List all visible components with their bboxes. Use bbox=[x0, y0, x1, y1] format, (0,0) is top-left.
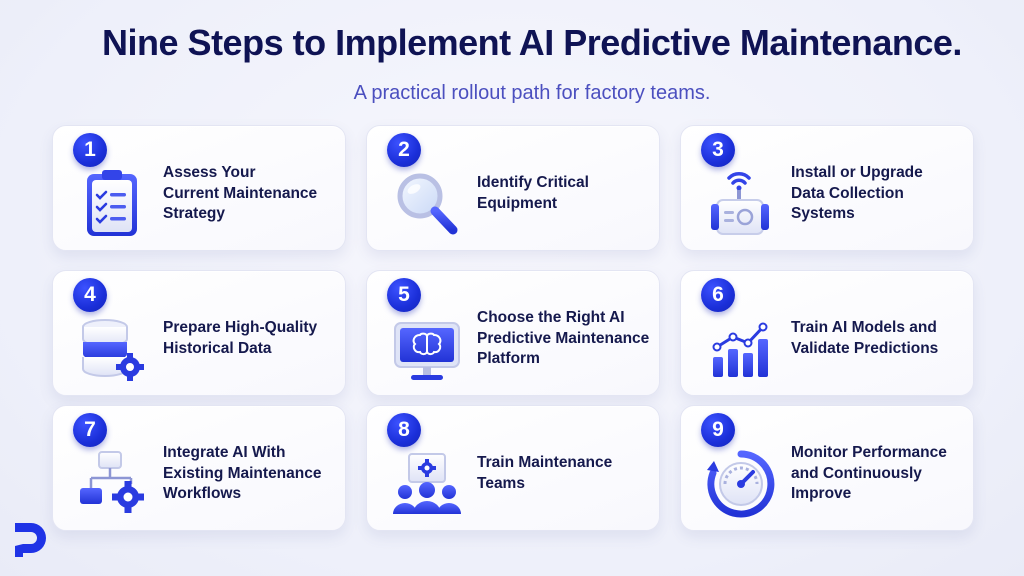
page-subtitle: A practical rollout path for factory tea… bbox=[353, 82, 711, 104]
step-label: Install or Upgrade Data Collection Syste… bbox=[791, 163, 923, 223]
step-card-5: 5 Choose the Right AI Predictive Mainten… bbox=[366, 270, 660, 396]
step-label: Identify Critical Equipment bbox=[477, 174, 589, 212]
step-number-badge: 8 bbox=[387, 413, 421, 447]
step-label: Integrate AI With Existing Maintenance W… bbox=[163, 443, 322, 503]
brand-logo-icon bbox=[12, 520, 48, 560]
step-number-badge: 4 bbox=[73, 278, 107, 312]
step-card-6: 6 Train AI Models and Validate Predictio… bbox=[680, 270, 974, 396]
team-training-icon bbox=[387, 444, 467, 524]
step-number-badge: 7 bbox=[73, 413, 107, 447]
step-label: Choose the Right AI Predictive Maintenan… bbox=[477, 308, 650, 368]
step-number-badge: 3 bbox=[701, 133, 735, 167]
bar-chart-trend-icon bbox=[701, 309, 781, 389]
monitor-brain-icon bbox=[387, 309, 467, 389]
clipboard-checklist-icon bbox=[73, 164, 153, 244]
step-number-badge: 9 bbox=[701, 413, 735, 447]
step-card-9: 9 Monitor Performance and Continuously I… bbox=[680, 405, 974, 531]
step-label: Monitor Performance and Continuously Imp… bbox=[791, 443, 947, 503]
database-gear-icon bbox=[73, 309, 153, 389]
step-number-badge: 5 bbox=[387, 278, 421, 312]
step-number-badge: 6 bbox=[701, 278, 735, 312]
magnifying-glass-icon bbox=[387, 164, 467, 244]
step-label: Train AI Models and Validate Predictions bbox=[791, 319, 939, 357]
step-number-badge: 1 bbox=[73, 133, 107, 167]
step-card-3: 3 Install or Upgrade Data Collection Sys… bbox=[680, 125, 974, 251]
step-label: Prepare High-Quality Historical Data bbox=[163, 319, 318, 357]
step-card-2: 2 Identify Critical Equipment bbox=[366, 125, 660, 251]
step-card-8: 8 Train Maintenance Teams bbox=[366, 405, 660, 531]
gauge-refresh-icon bbox=[701, 444, 781, 524]
step-card-4: 4 Prepare High-Quality Historical Data bbox=[52, 270, 346, 396]
workflow-gear-icon bbox=[73, 444, 153, 524]
wireless-sensor-icon bbox=[701, 164, 781, 244]
step-card-7: 7 Integrate AI With Existing Maintenance… bbox=[52, 405, 346, 531]
step-label: Assess Your Current Maintenance Strategy bbox=[163, 163, 318, 223]
step-label: Train Maintenance Teams bbox=[477, 454, 613, 492]
step-number-badge: 2 bbox=[387, 133, 421, 167]
step-card-1: 1 Assess Your Current Maintenance Strate… bbox=[52, 125, 346, 251]
page-title: Nine Steps to Implement AI Predictive Ma… bbox=[102, 22, 962, 63]
